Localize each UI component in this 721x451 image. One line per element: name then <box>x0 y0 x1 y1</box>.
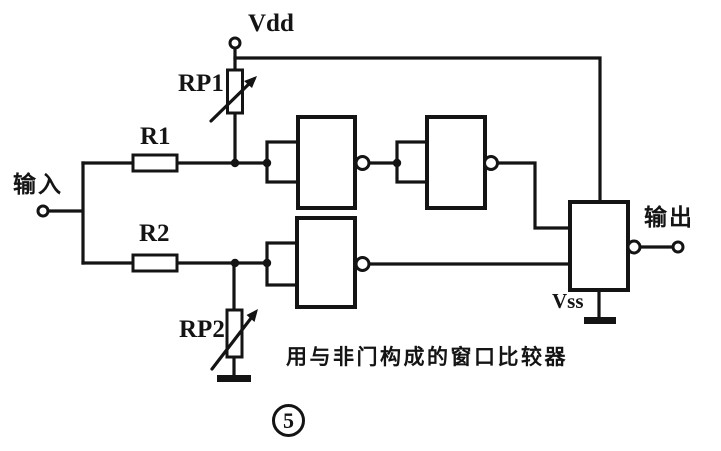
vdd-rail-wire <box>233 56 602 204</box>
junction-dot <box>392 158 402 168</box>
nand-gate-3 <box>265 216 371 309</box>
nand-gate-2-body <box>425 115 487 210</box>
label-r1: R1 <box>140 123 171 150</box>
rp2-wiper-arrow <box>210 311 257 371</box>
figure-caption: 用与非门构成的窗口比较器 <box>286 346 568 369</box>
label-input: 输入 <box>13 171 63 197</box>
label-r2: R2 <box>139 220 170 247</box>
resistor-r1 <box>131 153 179 173</box>
nand-gate-2-input-bracket <box>395 140 429 184</box>
rp2-ground-symbol <box>217 375 251 382</box>
junction-dot <box>230 258 240 268</box>
junction-dot <box>230 158 240 168</box>
label-output: 输出 <box>644 204 694 230</box>
nand-gate-2 <box>395 115 499 210</box>
nand-gate-4-body <box>568 200 630 292</box>
rp2-arrowhead <box>246 309 258 322</box>
potentiometer-rp1 <box>209 68 257 123</box>
junction-dots <box>230 158 402 268</box>
label-rp2: RP2 <box>179 316 225 343</box>
input-bus-wire <box>46 161 85 265</box>
input-terminal <box>36 204 50 218</box>
nand-gate-1-body <box>296 115 357 210</box>
wire-group <box>46 46 675 379</box>
label-vdd: Vdd <box>248 10 294 37</box>
nand-gate-4 <box>568 200 642 292</box>
resistor-r2 <box>131 253 179 273</box>
nand-gate-4-inversion-bubble <box>626 239 642 255</box>
junction-dot <box>262 258 272 268</box>
nand-gate-1-input-bracket <box>265 140 300 184</box>
junction-dot <box>262 158 272 168</box>
rp1-wiper-arrow <box>209 77 256 123</box>
vss-ground-symbol <box>584 317 616 324</box>
potentiometer-rp2 <box>210 308 258 371</box>
vdd-terminal <box>228 36 242 50</box>
nand-gate-3-body <box>295 216 357 309</box>
output-terminal <box>671 240 685 254</box>
nand-gate-3-input-bracket <box>265 241 299 287</box>
nand-gate-1-inversion-bubble <box>354 155 371 171</box>
figure-number: 5 <box>283 407 294 433</box>
nand-gate-1 <box>265 115 371 210</box>
rp1-arrowhead <box>244 76 257 88</box>
nand-gate-3-inversion-bubble <box>354 256 371 272</box>
label-vss: Vss <box>552 289 584 313</box>
figure-number-badge: 5 <box>272 404 305 437</box>
gate2-to-gate4-wire <box>495 161 572 230</box>
nand-gate-2-inversion-bubble <box>483 155 499 171</box>
label-rp1: RP1 <box>178 70 224 97</box>
